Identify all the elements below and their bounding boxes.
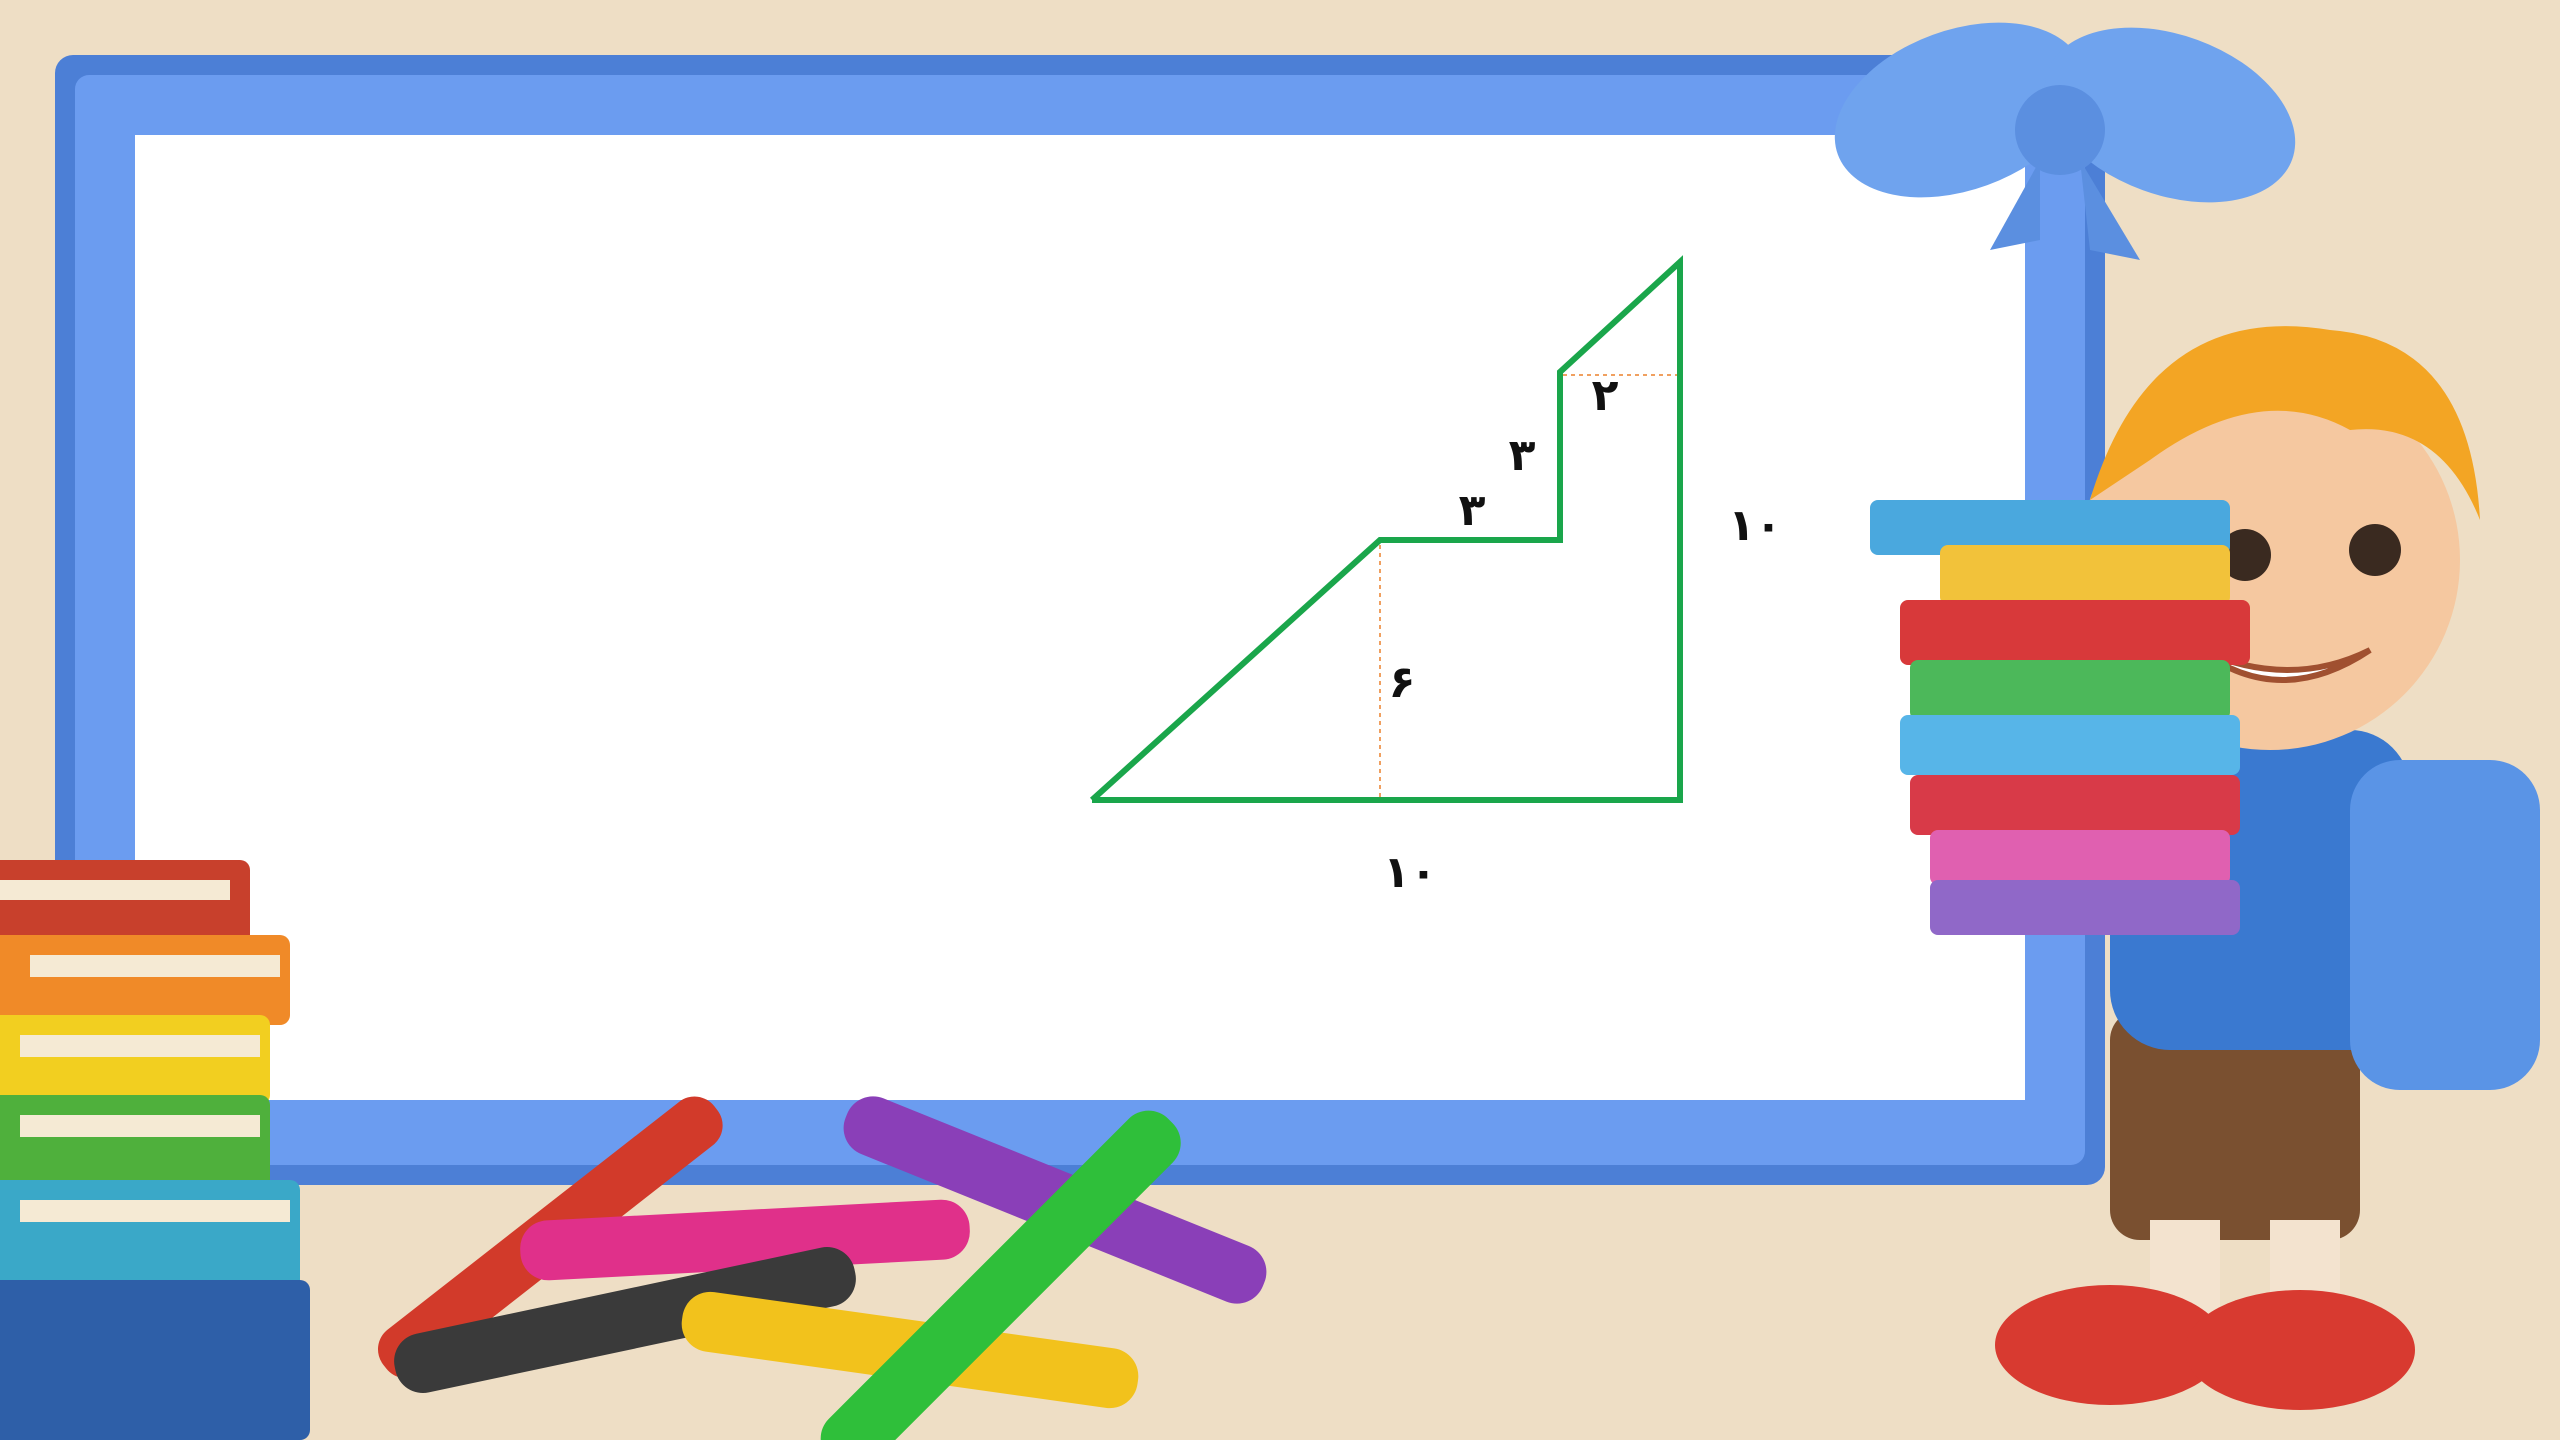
label-top-small: ٢ bbox=[1592, 370, 1619, 421]
label-base: ١٠ bbox=[1383, 847, 1437, 898]
crayons-decoration bbox=[377, 1096, 1267, 1440]
label-middle-horizontal: ٣ bbox=[1459, 485, 1486, 536]
label-upper-vertical: ٣ bbox=[1509, 430, 1536, 481]
books-stack-decoration bbox=[0, 860, 310, 1440]
geometry-diagram: ٢ ٣ ٣ ١٠ ۶ ١٠ bbox=[1089, 255, 1782, 898]
boy-with-books-illustration bbox=[1870, 326, 2540, 1410]
ribbon-bow-decoration bbox=[1834, 22, 2296, 260]
label-inner-height: ۶ bbox=[1389, 657, 1416, 708]
whiteboard bbox=[135, 135, 2025, 1100]
shape-outline bbox=[1089, 255, 1683, 803]
label-right-height: ١٠ bbox=[1728, 500, 1782, 551]
